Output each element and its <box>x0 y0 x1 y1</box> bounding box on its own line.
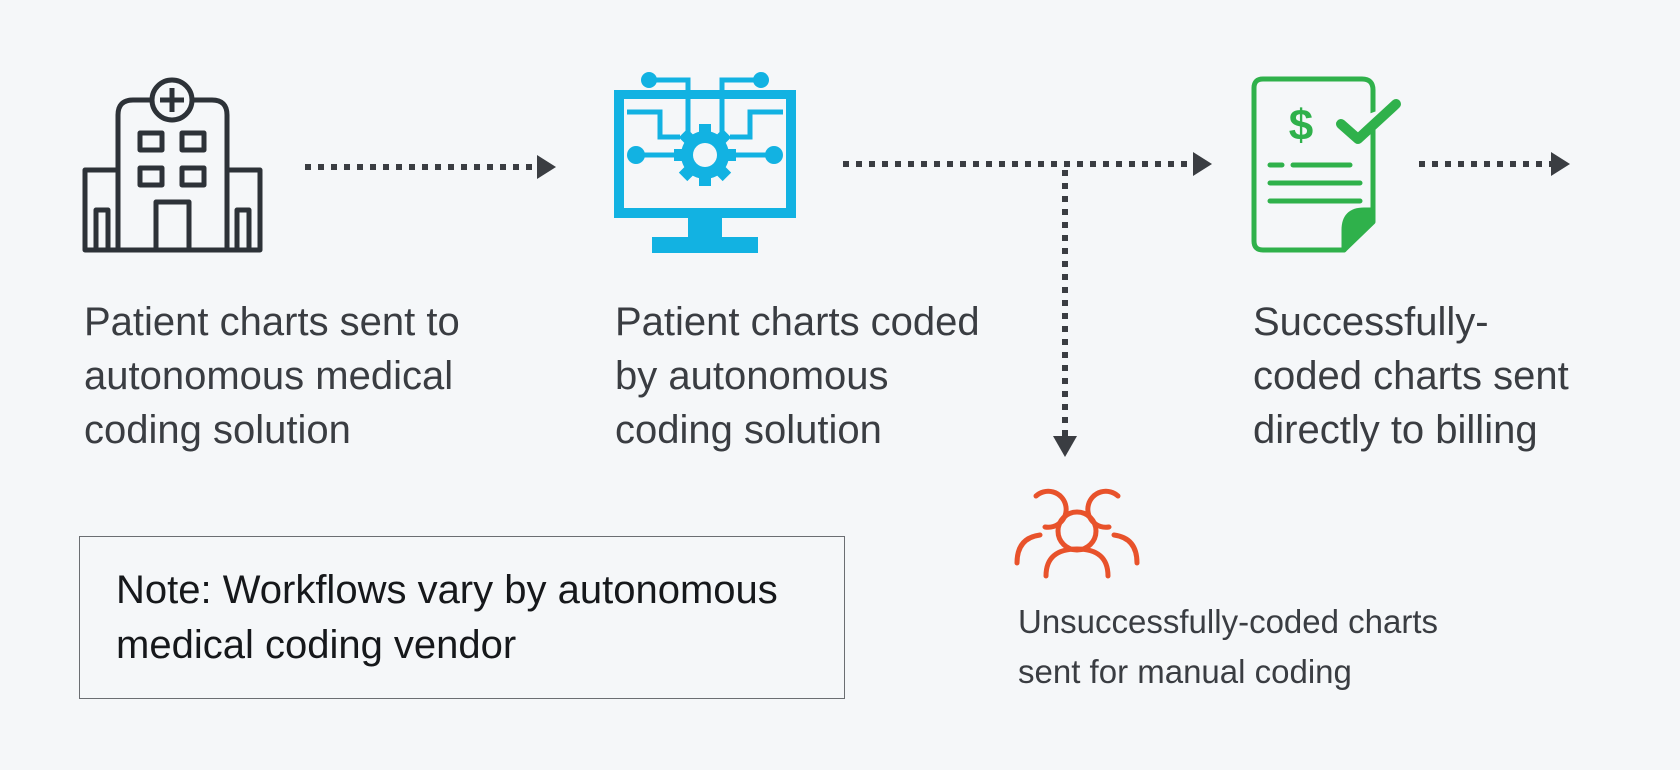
arrow-step2-to-step3 <box>843 152 1212 176</box>
arrow-branch-to-manual <box>1053 170 1077 457</box>
invoice-check-icon: $ <box>1251 76 1401 253</box>
note-box: Note: Workflows vary by autonomous medic… <box>79 536 845 699</box>
arrow-step3-to-next <box>1419 152 1570 176</box>
computer-circuit-icon <box>614 72 796 253</box>
step2-label: Patient charts coded by autonomous codin… <box>615 300 980 452</box>
hospital-icon <box>82 77 263 253</box>
step3-label: Successfully- coded charts sent directly… <box>1253 300 1569 452</box>
team-icon <box>1014 488 1140 579</box>
manual-coding-label: Unsuccessfully-coded charts sent for man… <box>1018 603 1439 690</box>
arrow-step1-to-step2 <box>305 155 556 179</box>
svg-text:$: $ <box>1289 101 1313 150</box>
step1-label: Patient charts sent to autonomous medica… <box>84 300 460 452</box>
note-text: Note: Workflows vary by autonomous medic… <box>116 568 778 667</box>
